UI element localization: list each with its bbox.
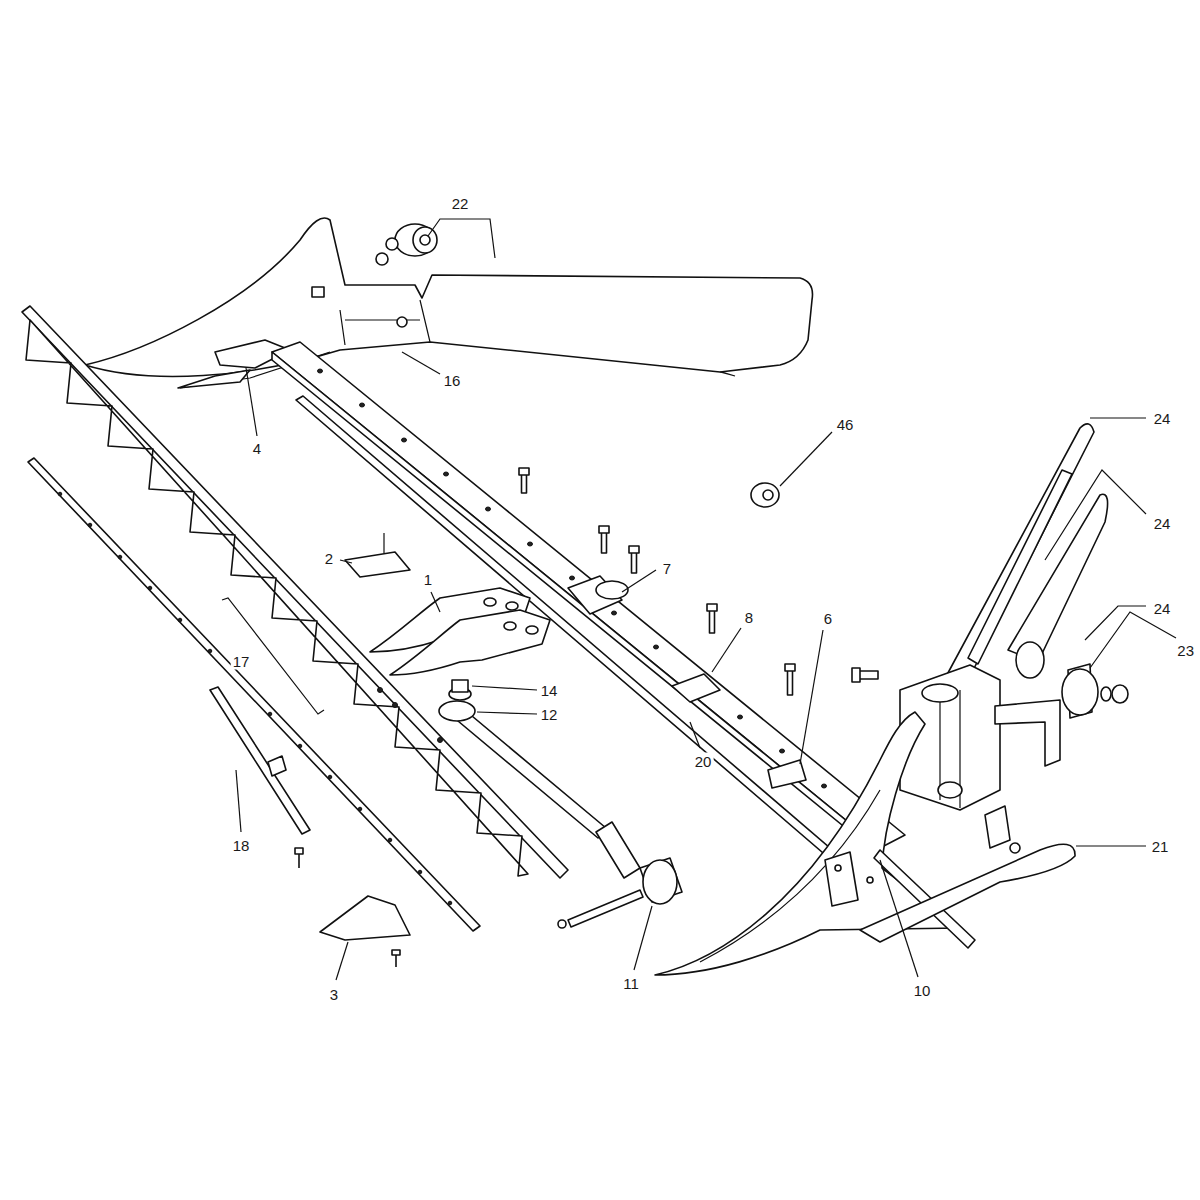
callout-number: 22 <box>450 195 471 212</box>
callout-number: 4 <box>251 440 263 457</box>
callout-number: 1 <box>422 571 434 588</box>
callout-number: 3 <box>328 986 340 1003</box>
callout-number: 11 <box>621 975 641 992</box>
callout-number: 24 <box>1152 410 1173 427</box>
callout-number: 17 <box>231 653 252 670</box>
callout-number: 24 <box>1152 600 1173 617</box>
callout-number: 14 <box>539 682 560 699</box>
callout-number: 23 <box>1175 642 1196 659</box>
callout-number: 21 <box>1150 838 1171 855</box>
callout-number: 7 <box>661 560 673 577</box>
callout-number: 12 <box>539 706 560 723</box>
callout-number: 10 <box>912 982 933 999</box>
callout-number: 46 <box>835 416 856 433</box>
callout-number: 18 <box>231 837 252 854</box>
callout-number: 24 <box>1152 515 1173 532</box>
callout-number: 8 <box>743 609 755 626</box>
callout-number: 20 <box>693 753 714 770</box>
callout-number: 2 <box>323 550 335 567</box>
callout-number: 16 <box>442 372 463 389</box>
callout-number: 6 <box>822 610 834 627</box>
